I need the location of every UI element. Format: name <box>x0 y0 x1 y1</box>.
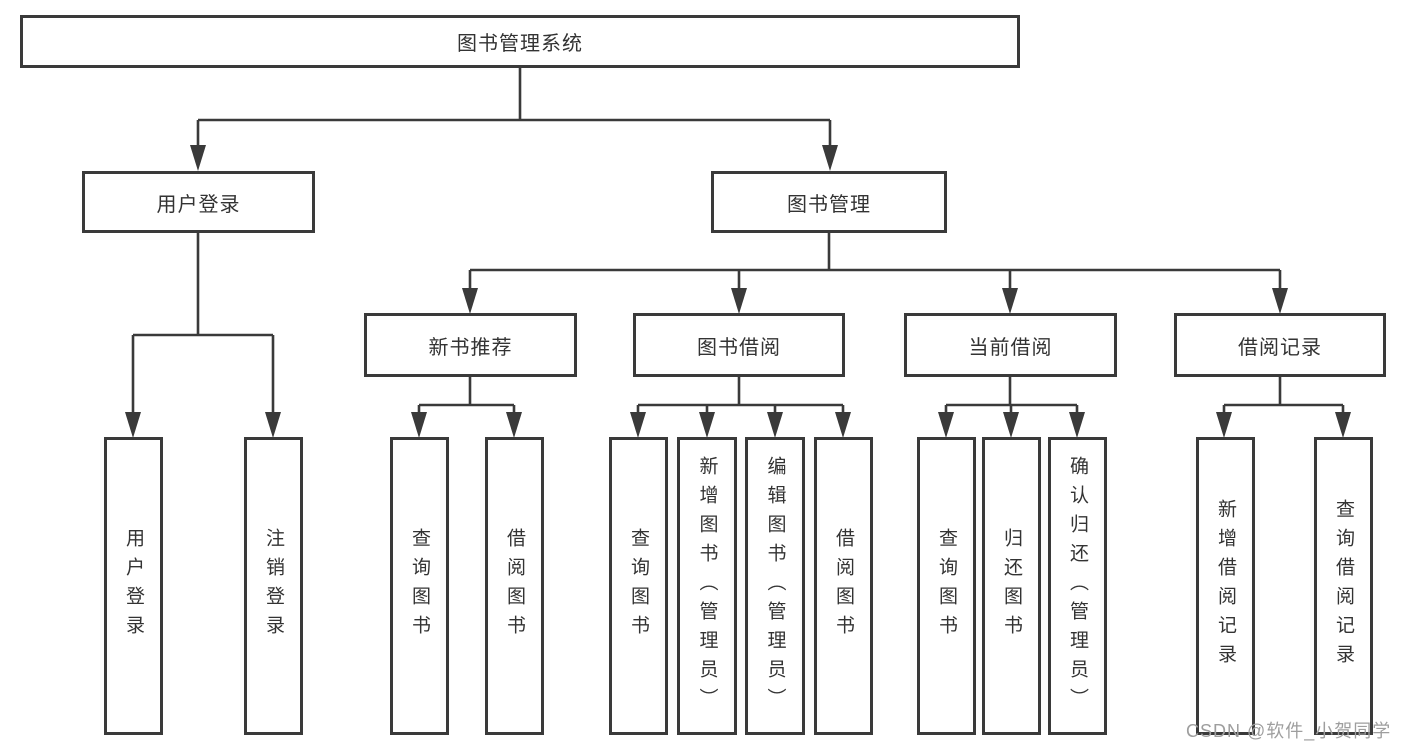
node-label: 归还图书 <box>1001 528 1022 644</box>
node-library-management-system: 图书管理系统 <box>20 15 1020 68</box>
connector-login-to-leaves <box>131 233 275 413</box>
node-logout: 注销登录 <box>244 437 303 735</box>
arrowhead <box>125 412 141 438</box>
node-label: 借阅图书 <box>504 528 525 644</box>
node-query-books-borrowing: 查询图书 <box>609 437 668 735</box>
node-label: 图书管理 <box>787 193 871 216</box>
node-borrow-books-leaf: 借阅图书 <box>814 437 873 735</box>
node-label: 用户登录 <box>123 528 144 644</box>
node-label: 新增借阅记录 <box>1215 499 1236 673</box>
node-label: 查询图书 <box>628 528 649 644</box>
connector-root-to-level2 <box>196 68 832 146</box>
node-label: 注销登录 <box>263 528 284 644</box>
node-label: 用户登录 <box>156 193 241 216</box>
arrowhead <box>1003 412 1019 438</box>
connector-borrow-to-leaves <box>636 377 845 413</box>
connector-records-to-leaves <box>1222 377 1345 413</box>
node-confirm-return-admin: 确认归还（管理员） <box>1048 437 1107 735</box>
arrowhead <box>462 288 478 314</box>
arrowhead <box>411 412 427 438</box>
node-label: 图书借阅 <box>697 336 781 359</box>
csdn-watermark: CSDN @软件_小贺同学 <box>1186 721 1392 741</box>
arrowhead <box>1216 412 1232 438</box>
node-label: 当前借阅 <box>968 336 1053 359</box>
node-current-borrowing: 当前借阅 <box>904 313 1117 377</box>
arrowhead <box>265 412 281 438</box>
arrowhead <box>731 288 747 314</box>
arrowhead <box>699 412 715 438</box>
node-query-borrowing-record: 查询借阅记录 <box>1314 437 1373 735</box>
node-borrow-books-recommendation: 借阅图书 <box>485 437 544 735</box>
node-book-management: 图书管理 <box>711 171 947 233</box>
node-label: 借阅记录 <box>1238 336 1322 359</box>
node-label: 借阅图书 <box>833 528 854 644</box>
arrowhead <box>190 145 206 171</box>
node-label: 查询图书 <box>936 528 957 644</box>
node-user-login-leaf: 用户登录 <box>104 437 163 735</box>
connector-newrec-to-leaves <box>417 377 516 413</box>
arrowhead <box>938 412 954 438</box>
node-label: 新增图书（管理员） <box>696 455 718 717</box>
node-label: 编辑图书（管理员） <box>764 455 786 717</box>
node-label: 查询借阅记录 <box>1333 499 1354 673</box>
node-edit-book-admin: 编辑图书（管理员） <box>745 437 805 735</box>
node-label: 图书管理系统 <box>457 33 583 55</box>
node-query-books-current: 查询图书 <box>917 437 976 735</box>
node-add-book-admin: 新增图书（管理员） <box>677 437 737 735</box>
node-label: 新书推荐 <box>428 336 513 359</box>
arrowhead <box>1002 288 1018 314</box>
arrowhead <box>1069 412 1085 438</box>
node-add-borrowing-record: 新增借阅记录 <box>1196 437 1255 735</box>
node-user-login: 用户登录 <box>82 171 315 233</box>
arrowhead <box>822 145 838 171</box>
arrowhead <box>630 412 646 438</box>
node-return-books: 归还图书 <box>982 437 1041 735</box>
connector-current-to-leaves <box>944 377 1079 413</box>
connector-mgmt-to-level3 <box>468 233 1282 289</box>
node-new-book-recommendation: 新书推荐 <box>364 313 577 377</box>
arrowhead <box>506 412 522 438</box>
node-borrowing-records: 借阅记录 <box>1174 313 1386 377</box>
arrowhead <box>1335 412 1351 438</box>
node-book-borrowing: 图书借阅 <box>633 313 845 377</box>
arrowhead <box>1272 288 1288 314</box>
node-label: 查询图书 <box>409 528 430 644</box>
node-label: 确认归还（管理员） <box>1067 455 1088 717</box>
node-query-books-recommendation: 查询图书 <box>390 437 449 735</box>
arrowhead <box>767 412 783 438</box>
arrowhead <box>835 412 851 438</box>
